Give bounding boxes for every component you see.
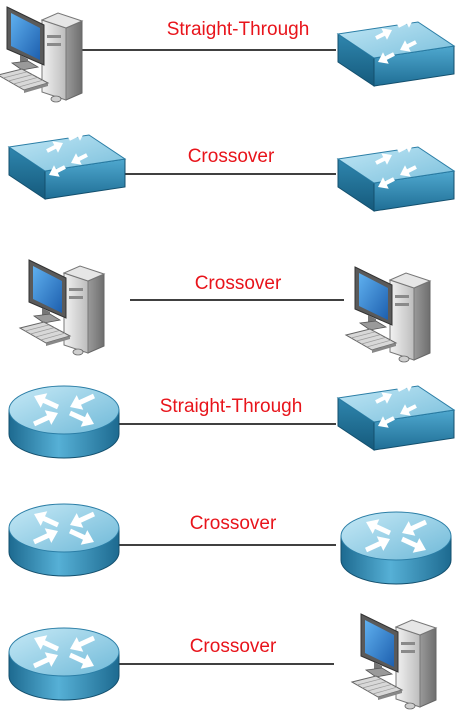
computer-icon bbox=[344, 266, 432, 363]
switch-icon bbox=[336, 141, 456, 212]
computer-icon bbox=[0, 6, 84, 103]
devices bbox=[0, 6, 456, 710]
router-icon bbox=[8, 503, 120, 577]
cable-type-label: Straight-Through bbox=[159, 396, 303, 417]
router-icon bbox=[8, 385, 120, 459]
switch-icon bbox=[7, 129, 127, 200]
router-icon bbox=[340, 511, 452, 585]
switch-icon bbox=[336, 16, 456, 87]
cable-type-label: Crossover bbox=[189, 513, 277, 534]
cables bbox=[79, 49, 344, 665]
computer-icon bbox=[350, 613, 438, 710]
cable-type-label: Crossover bbox=[187, 146, 275, 167]
switch-icon bbox=[336, 380, 456, 451]
cable-type-label: Crossover bbox=[189, 636, 277, 657]
cable-type-label: Crossover bbox=[194, 273, 282, 294]
cable-type-label: Straight-Through bbox=[166, 19, 310, 40]
router-icon bbox=[8, 627, 120, 701]
computer-icon bbox=[18, 259, 106, 356]
